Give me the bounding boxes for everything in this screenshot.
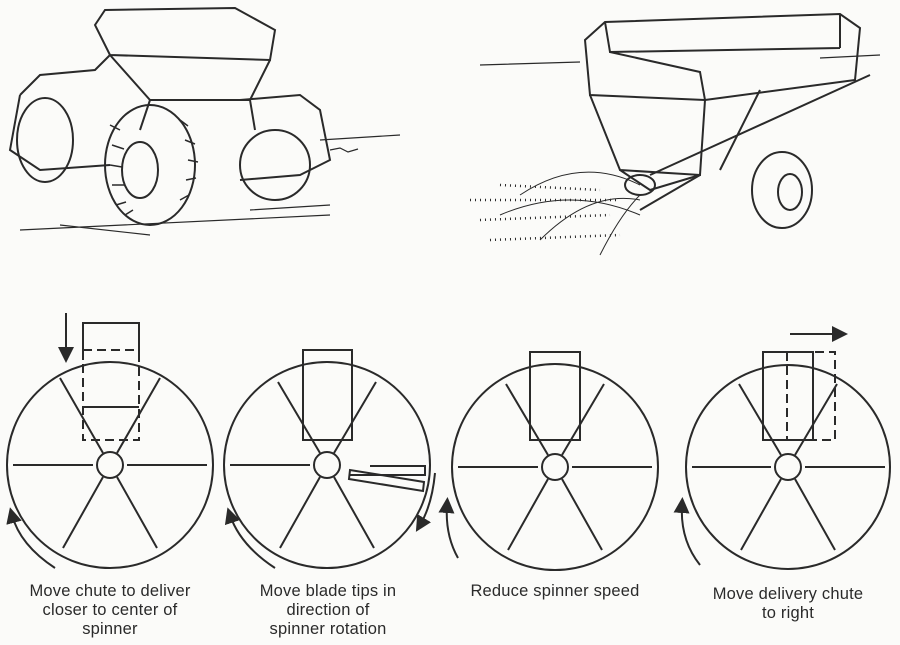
caption-panel-4: Move delivery chute to right [673,585,900,623]
spinner-panel-3 [438,351,659,571]
caption-line: spinner [82,620,138,638]
caption-line: spinner rotation [269,620,387,638]
caption-line: Reduce spinner speed [470,582,640,600]
caption-line: closer to center of [42,601,178,619]
spinner-panel-2 [223,349,436,569]
caption-line: to right [761,604,815,622]
rotation-arrow-icon [673,497,701,566]
caption-line: direction of [286,601,370,619]
rotation-arrow-icon [415,472,436,532]
caption-line: Move blade tips in [259,582,397,600]
caption-line: Move chute to deliver [29,582,191,600]
caption-line: Move delivery chute [712,585,864,603]
spinner-panel-4 [673,326,891,570]
caption-panel-1: Move chute to deliver closer to center o… [0,582,225,639]
tractor-spreader-illustration [8,6,401,236]
caption-panel-3: Reduce spinner speed [440,582,670,601]
spinner-panel-1 [6,313,214,569]
rotation-arrow-icon [6,507,56,569]
rotation-arrow-icon [438,497,459,559]
rotation-arrow-icon [224,507,276,569]
trailer-spreader-illustration [470,12,881,256]
caption-panel-2: Move blade tips in direction of spinner … [213,582,443,639]
